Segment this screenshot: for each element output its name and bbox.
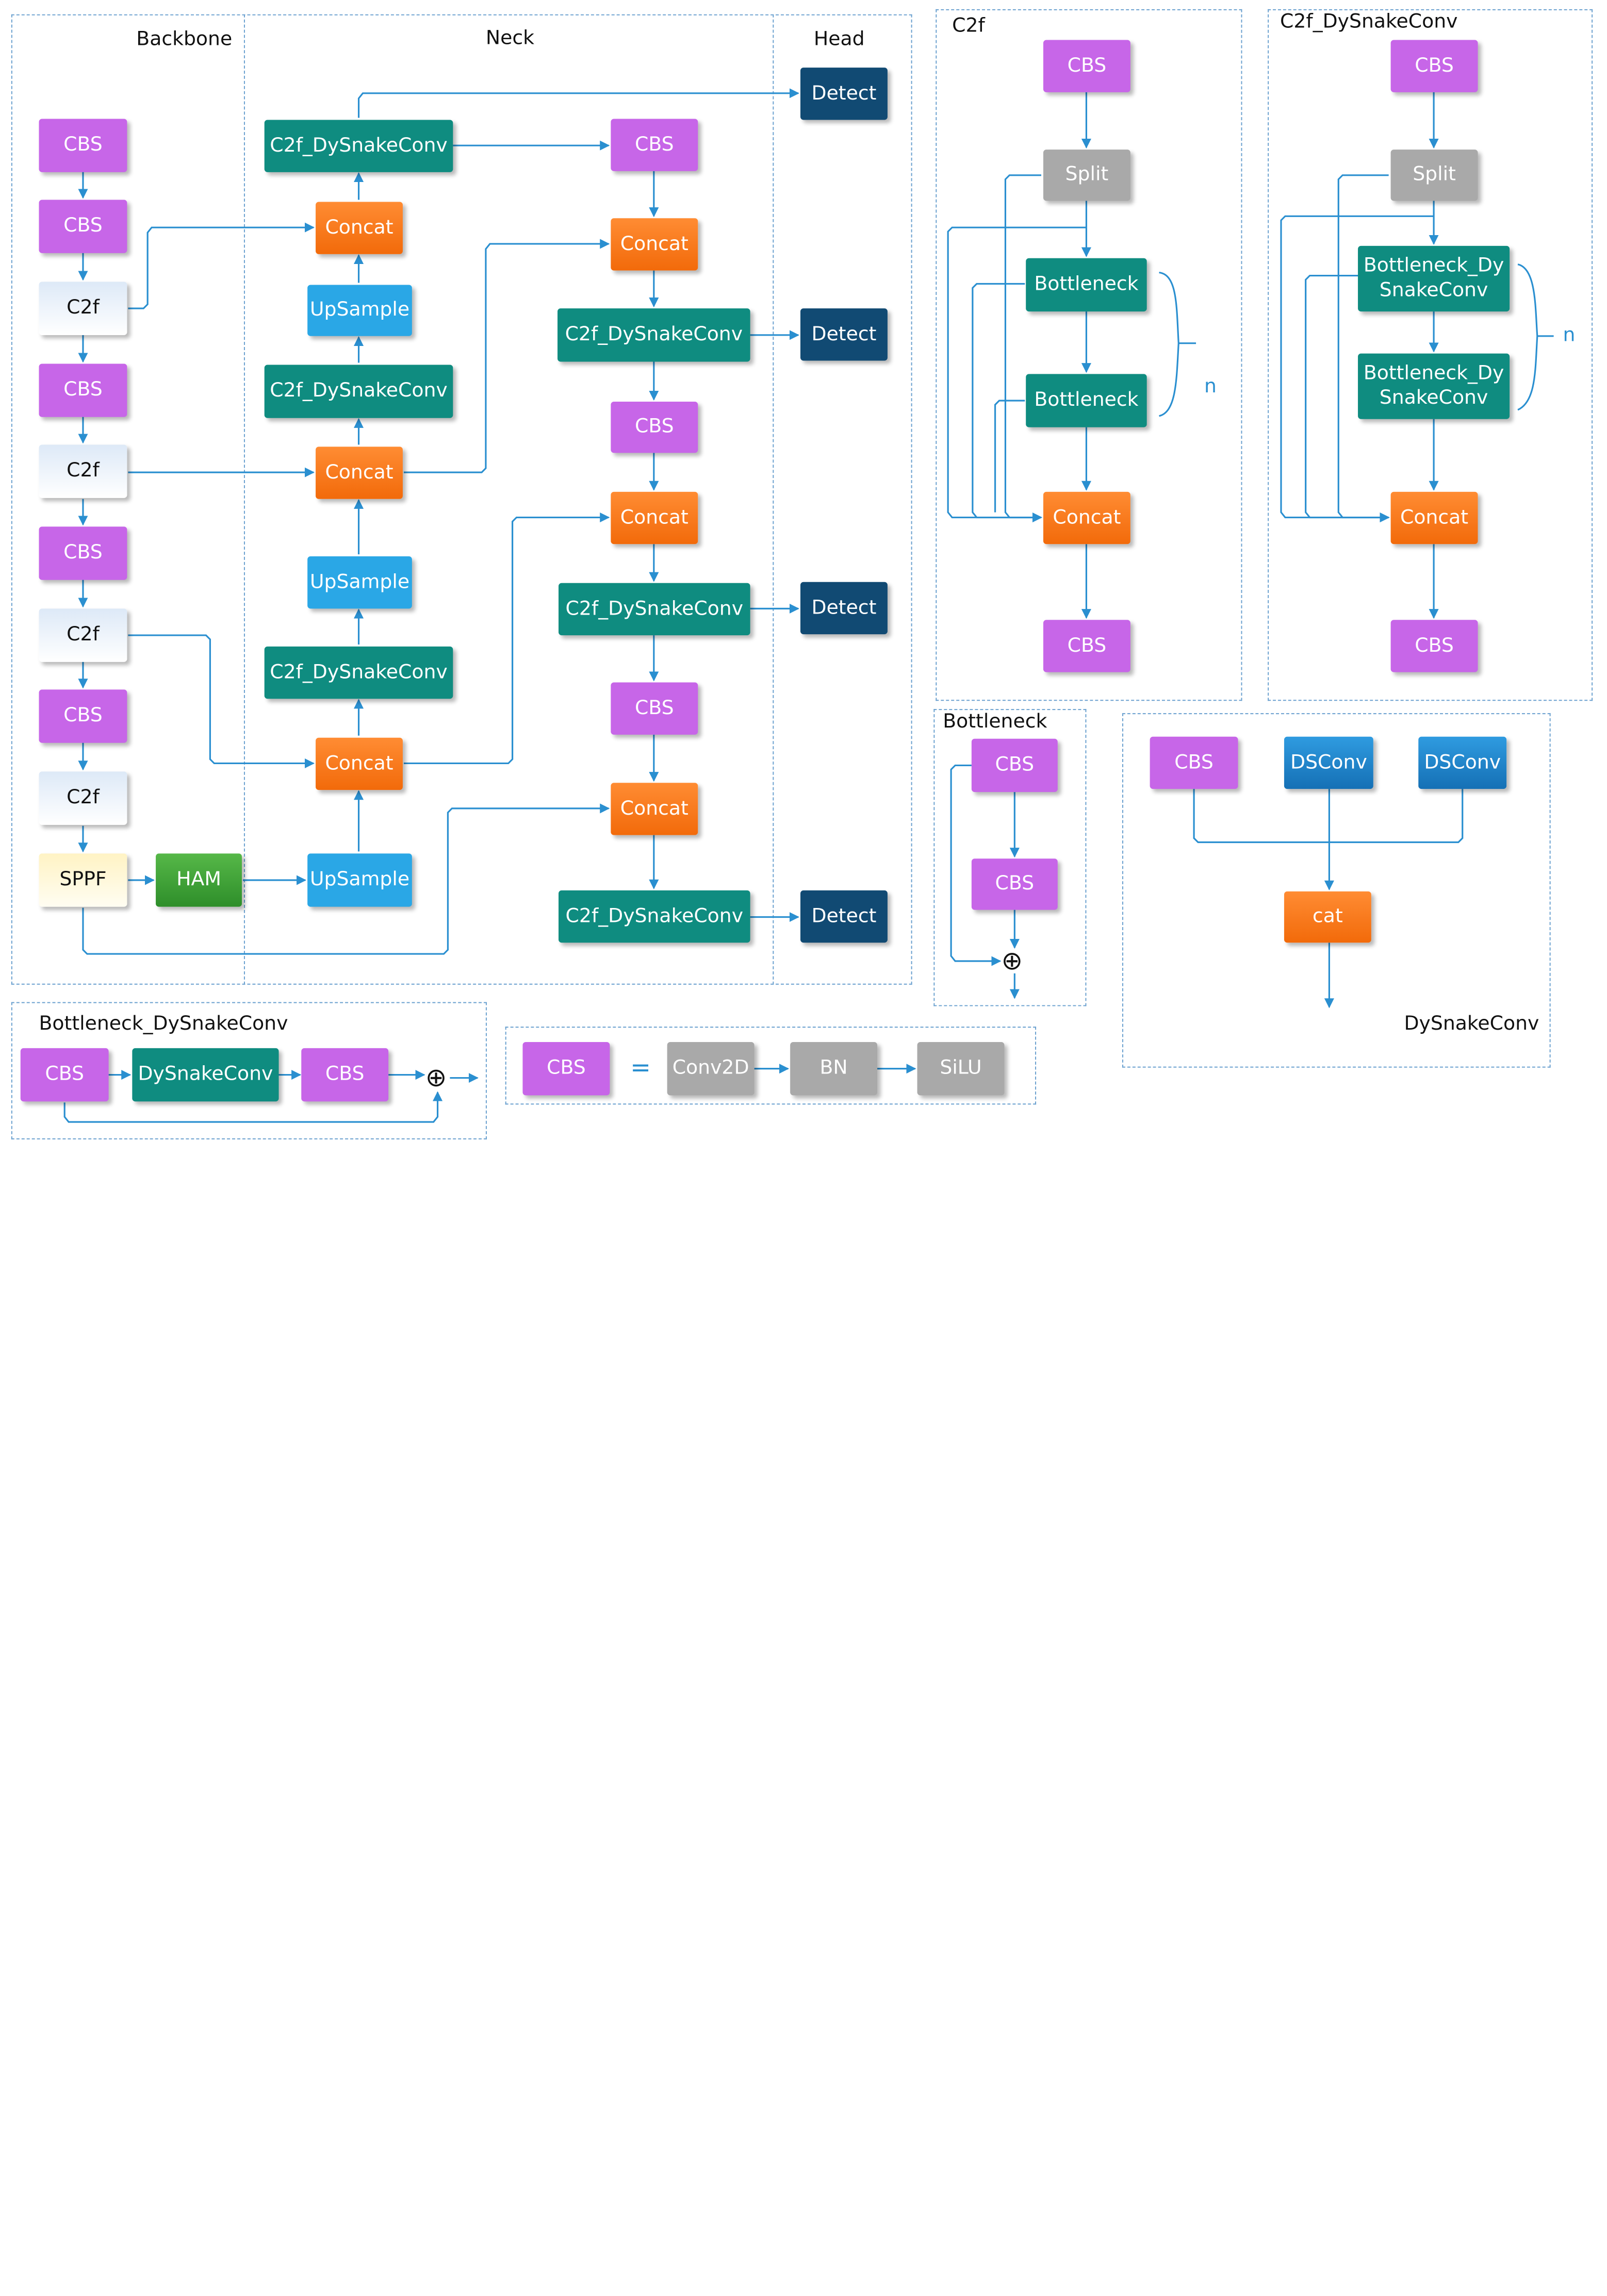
neck-title: Neck xyxy=(485,26,535,49)
neck-c2f-dysnakeconv-block: C2f_DySnakeConv xyxy=(264,365,453,418)
bottleneck-dysnakeconv-label-line1: Bottleneck_Dy xyxy=(1363,254,1504,277)
detect-block: Detect xyxy=(800,68,888,120)
bottleneck-panel-title: Bottleneck xyxy=(943,710,1047,733)
c2f-panel-title: C2f xyxy=(952,14,985,37)
neck-cbs-block: CBS xyxy=(611,119,698,171)
c2f-panel-cbs-block: CBS xyxy=(1043,620,1130,672)
neck-cbs-block: CBS xyxy=(611,682,698,735)
bottleneck-panel-cbs-block: CBS xyxy=(971,858,1058,910)
bottleneck-dysnakeconv-block: Bottleneck_Dy SnakeConv xyxy=(1358,245,1510,312)
backbone-neck-separator xyxy=(243,14,245,985)
bottleneck-dysnakeconv-add-icon: ⊕ xyxy=(425,1062,447,1093)
dysnakeconv-panel-title: DySnakeConv xyxy=(1404,1012,1539,1035)
c2f-panel-cbs-block: CBS xyxy=(1043,40,1130,92)
neck-upsample-block: UpSample xyxy=(307,556,412,609)
neck-c2f-dysnakeconv-block: C2f_DySnakeConv xyxy=(559,583,750,636)
neck-upsample-block: UpSample xyxy=(307,853,412,907)
c2f-dysnakeconv-panel-split-block: Split xyxy=(1390,150,1478,201)
neck-concat-block: Concat xyxy=(316,447,403,499)
silu-block: SiLU xyxy=(917,1042,1005,1096)
backbone-c2f-block: C2f xyxy=(39,282,127,335)
cat-block: cat xyxy=(1284,891,1371,943)
dsconv-block: DSConv xyxy=(1418,736,1507,789)
dysnakeconv-panel xyxy=(1122,713,1551,1068)
c2f-dysnakeconv-panel-concat-block: Concat xyxy=(1390,491,1478,544)
bottleneck-add-icon: ⊕ xyxy=(1001,946,1023,976)
legend-cbs-block: CBS xyxy=(522,1042,610,1096)
c2f-panel-split-block: Split xyxy=(1043,150,1130,201)
bottleneck-dysnakeconv-panel-cbs-block: CBS xyxy=(301,1048,389,1102)
legend-equals-sign: = xyxy=(630,1053,651,1082)
bottleneck-dysnakeconv-panel-title: Bottleneck_DySnakeConv xyxy=(39,1012,288,1035)
neck-concat-block: Concat xyxy=(611,491,698,544)
bottleneck-dysnakeconv-panel xyxy=(11,1002,487,1139)
c2f-dysnakeconv-panel-title: C2f_DySnakeConv xyxy=(1280,10,1458,33)
neck-concat-block: Concat xyxy=(611,783,698,835)
neck-c2f-dysnakeconv-block: C2f_DySnakeConv xyxy=(557,308,750,362)
c2f-dysnakeconv-repeat-count-label: n xyxy=(1563,323,1576,346)
dysnakeconv-block: DySnakeConv xyxy=(132,1048,279,1102)
backbone-title: Backbone xyxy=(136,27,233,51)
detect-block: Detect xyxy=(800,308,888,361)
detect-block: Detect xyxy=(800,890,888,943)
neck-concat-block: Concat xyxy=(316,202,403,254)
neck-upsample-block: UpSample xyxy=(307,285,412,336)
bottleneck-panel xyxy=(933,709,1087,1006)
dysnakeconv-panel-cbs-block: CBS xyxy=(1150,736,1238,789)
c2f-panel-bottleneck-block: Bottleneck xyxy=(1026,258,1147,312)
neck-head-separator xyxy=(773,14,774,985)
backbone-cbs-block: CBS xyxy=(39,200,127,253)
sppf-block: SPPF xyxy=(39,853,127,907)
bottleneck-dysnakeconv-block: Bottleneck_Dy SnakeConv xyxy=(1358,353,1510,419)
c2f-panel xyxy=(936,9,1242,701)
neck-c2f-dysnakeconv-block: C2f_DySnakeConv xyxy=(559,890,750,943)
connector-lines xyxy=(63,88,1554,1123)
detect-block: Detect xyxy=(800,582,888,635)
neck-c2f-dysnakeconv-block: C2f_DySnakeConv xyxy=(264,120,453,172)
bn-block: BN xyxy=(790,1042,878,1096)
head-title: Head xyxy=(813,27,865,51)
neck-concat-block: Concat xyxy=(316,737,403,790)
main-network-panel xyxy=(11,14,912,985)
backbone-cbs-block: CBS xyxy=(39,689,127,743)
bottleneck-dysnakeconv-panel-cbs-block: CBS xyxy=(20,1048,109,1102)
c2f-panel-concat-block: Concat xyxy=(1043,491,1130,544)
c2f-panel-bottleneck-block: Bottleneck xyxy=(1026,374,1147,427)
bottleneck-panel-cbs-block: CBS xyxy=(971,738,1058,792)
backbone-c2f-block: C2f xyxy=(39,444,127,498)
backbone-cbs-block: CBS xyxy=(39,119,127,172)
c2f-repeat-count-label: n xyxy=(1204,375,1217,398)
dsconv-block: DSConv xyxy=(1284,736,1373,789)
bottleneck-dysnakeconv-label-line2: SnakeConv xyxy=(1379,386,1488,409)
c2f-dysnakeconv-panel xyxy=(1268,9,1593,701)
neck-c2f-dysnakeconv-block: C2f_DySnakeConv xyxy=(264,646,453,699)
conv2d-block: Conv2D xyxy=(667,1042,755,1096)
backbone-cbs-block: CBS xyxy=(39,364,127,417)
bottleneck-dysnakeconv-label-line2: SnakeConv xyxy=(1379,278,1488,302)
backbone-c2f-block: C2f xyxy=(39,771,127,825)
neck-cbs-block: CBS xyxy=(611,401,698,453)
backbone-c2f-block: C2f xyxy=(39,608,127,662)
neck-concat-block: Concat xyxy=(611,218,698,271)
backbone-cbs-block: CBS xyxy=(39,526,127,580)
bottleneck-dysnakeconv-label-line1: Bottleneck_Dy xyxy=(1363,361,1504,385)
ham-block: HAM xyxy=(156,853,242,907)
cbs-legend-panel xyxy=(505,1027,1037,1105)
c2f-dysnakeconv-panel-cbs-block: CBS xyxy=(1390,40,1478,92)
c2f-dysnakeconv-panel-cbs-block: CBS xyxy=(1390,620,1478,672)
